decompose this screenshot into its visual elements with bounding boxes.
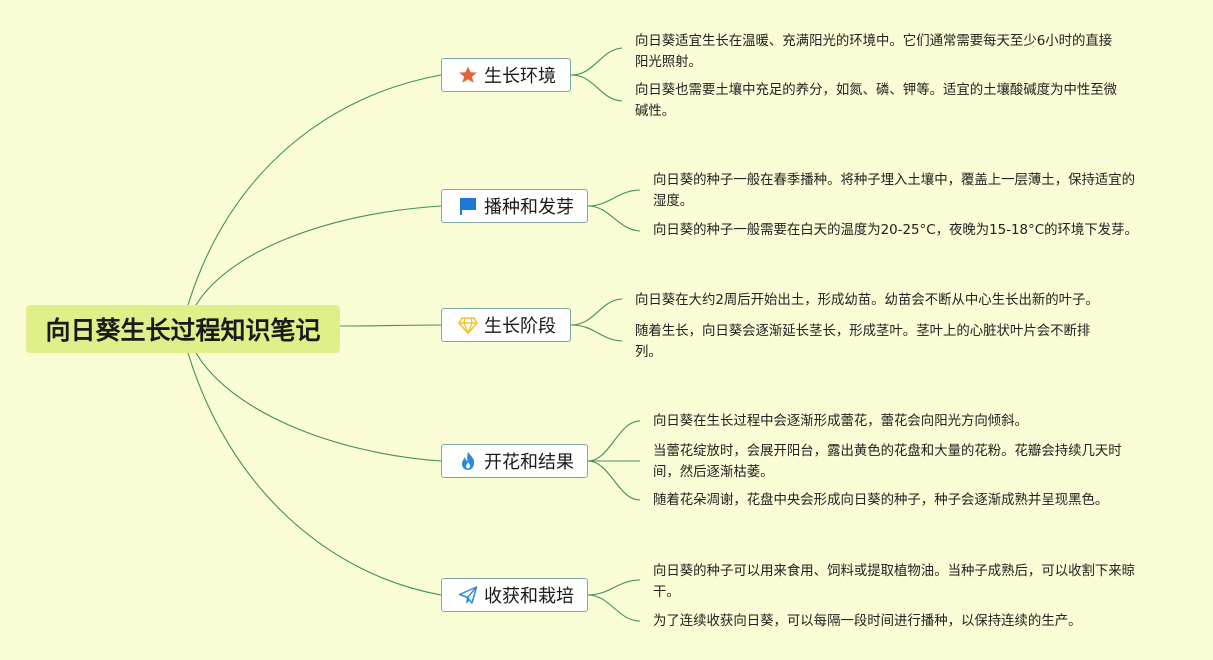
topic-label: 生长阶段 (484, 316, 556, 337)
star-icon (458, 65, 478, 85)
note-item: 向日葵在大约2周后开始出土，形成幼苗。幼苗会不断从中心生长出新的叶子。 (635, 293, 1099, 308)
paper-plane-icon (458, 585, 478, 605)
topic-flowering-fruiting[interactable]: 开花和结果 (441, 444, 588, 478)
topic-label: 生长环境 (484, 66, 556, 87)
connector-branch-5-note-1 (587, 579, 641, 596)
connector-root-branch-2 (195, 205, 442, 306)
note-item: 当蕾花绽放时，会展开阳台，露出黄色的花盘和大量的花粉。花瓣会持续几天时间，然后逐… (653, 444, 1122, 480)
connector-branch-2-note-1 (587, 189, 641, 207)
connector-branch-1-note-2 (570, 74, 623, 102)
note-item: 为了连续收获向日葵，可以每隔一段时间进行播种，以保持连续的生产。 (653, 614, 1082, 629)
note-item: 随着花朵凋谢，花盘中央会形成向日葵的种子，种子会逐渐成熟并呈现黑色。 (653, 493, 1109, 508)
connector-branch-1-note-1 (570, 47, 623, 76)
note-item: 向日葵也需要土壤中充足的养分，如氮、磷、钾等。适宜的土壤酸碱度为中性至微碱性。 (635, 83, 1118, 119)
connector-branch-4-note-1 (587, 420, 641, 462)
connector-root-branch-5 (187, 352, 442, 596)
note-item: 向日葵的种子可以用来食用、饲料或提取植物油。当种子成熟后，可以收割下来晾干。 (653, 564, 1136, 600)
note-item: 向日葵的种子一般需要在白天的温度为20-25°C，夜晚为15-18°C的环境下发… (653, 223, 1138, 238)
flag-icon (458, 196, 478, 216)
root-topic[interactable]: 向日葵生长过程知识笔记 (26, 305, 340, 353)
connector-root-branch-4 (195, 352, 442, 462)
connector-branch-2-note-2 (587, 205, 641, 232)
topic-sowing-germination[interactable]: 播种和发芽 (441, 189, 588, 223)
note-item: 向日葵的种子一般在春季播种。将种子埋入土壤中，覆盖上一层薄土，保持适宜的湿度。 (653, 173, 1136, 209)
note-item: 向日葵在生长过程中会逐渐形成蕾花，蕾花会向阳光方向倾斜。 (653, 414, 1028, 429)
topic-growth-stage[interactable]: 生长阶段 (441, 308, 571, 342)
flame-icon (458, 451, 478, 471)
note-item: 随着生长，向日葵会逐渐延长茎长，形成茎叶。茎叶上的心脏状叶片会不断排列。 (635, 324, 1091, 360)
topic-label: 播种和发芽 (484, 197, 574, 218)
root-title: 向日葵生长过程知识笔记 (45, 316, 321, 345)
topic-growth-environment[interactable]: 生长环境 (441, 58, 571, 92)
connector-branch-4-note-3 (587, 460, 641, 501)
connector-branch-3-note-1 (570, 298, 623, 326)
connector-branch-5-note-2 (587, 594, 641, 622)
connector-root-branch-1 (187, 74, 442, 306)
topic-label: 收获和栽培 (484, 586, 574, 607)
topic-harvest-cultivation[interactable]: 收获和栽培 (441, 578, 588, 612)
note-item: 向日葵适宜生长在温暖、充满阳光的环境中。它们通常需要每天至少6小时的直接阳光照射… (635, 34, 1113, 70)
topic-label: 开花和结果 (484, 452, 574, 473)
connector-branch-3-note-2 (570, 324, 623, 342)
diamond-icon (458, 315, 478, 335)
connector-root-branch-3 (339, 324, 442, 327)
